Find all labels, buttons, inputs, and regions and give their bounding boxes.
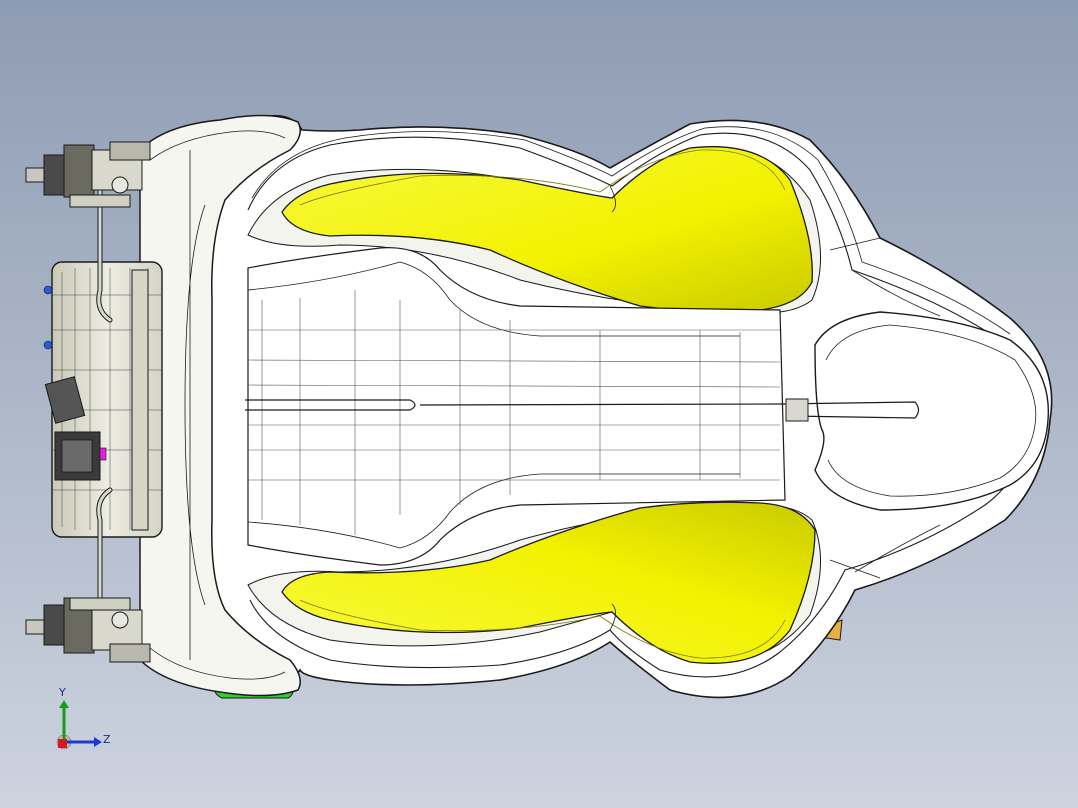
triad-x-marker	[58, 739, 67, 748]
yellow-bolster-top-inner	[299, 149, 786, 206]
center-slot	[245, 399, 781, 411]
magenta-pin	[99, 447, 107, 461]
shell-detail-lines	[609, 185, 941, 631]
connector-1	[44, 376, 86, 424]
headrest-slot	[779, 401, 920, 419]
headrest	[814, 311, 1050, 511]
seat-cushion-contour	[247, 261, 740, 549]
yellow-bolster-bottom	[281, 501, 816, 664]
headrest-inner	[825, 324, 1037, 497]
yellow-bolster-bottom-inner	[299, 599, 786, 659]
connector-2-face	[61, 439, 93, 473]
seat-back-frame-edge	[149, 130, 286, 680]
adjustment-rod-fill	[97, 188, 112, 622]
blue-clip-2	[43, 340, 53, 350]
seat-back-frame	[139, 114, 301, 697]
coordinate-triad	[56, 700, 102, 750]
seat-shell-rim-2	[251, 126, 1011, 335]
triad-y-arrow	[59, 700, 69, 708]
triad-z-arrow	[94, 737, 102, 747]
headrest-clip	[785, 398, 809, 422]
seat-cushion-grid	[247, 290, 781, 535]
seat-cushion-center	[247, 247, 786, 566]
blue-clip-1	[43, 285, 53, 295]
rail-bar	[131, 269, 149, 531]
triad-y-label: Y	[59, 686, 66, 699]
bottom-mechanism	[25, 597, 151, 663]
triad-z-label: Z	[103, 733, 111, 746]
top-mechanism	[25, 141, 151, 208]
